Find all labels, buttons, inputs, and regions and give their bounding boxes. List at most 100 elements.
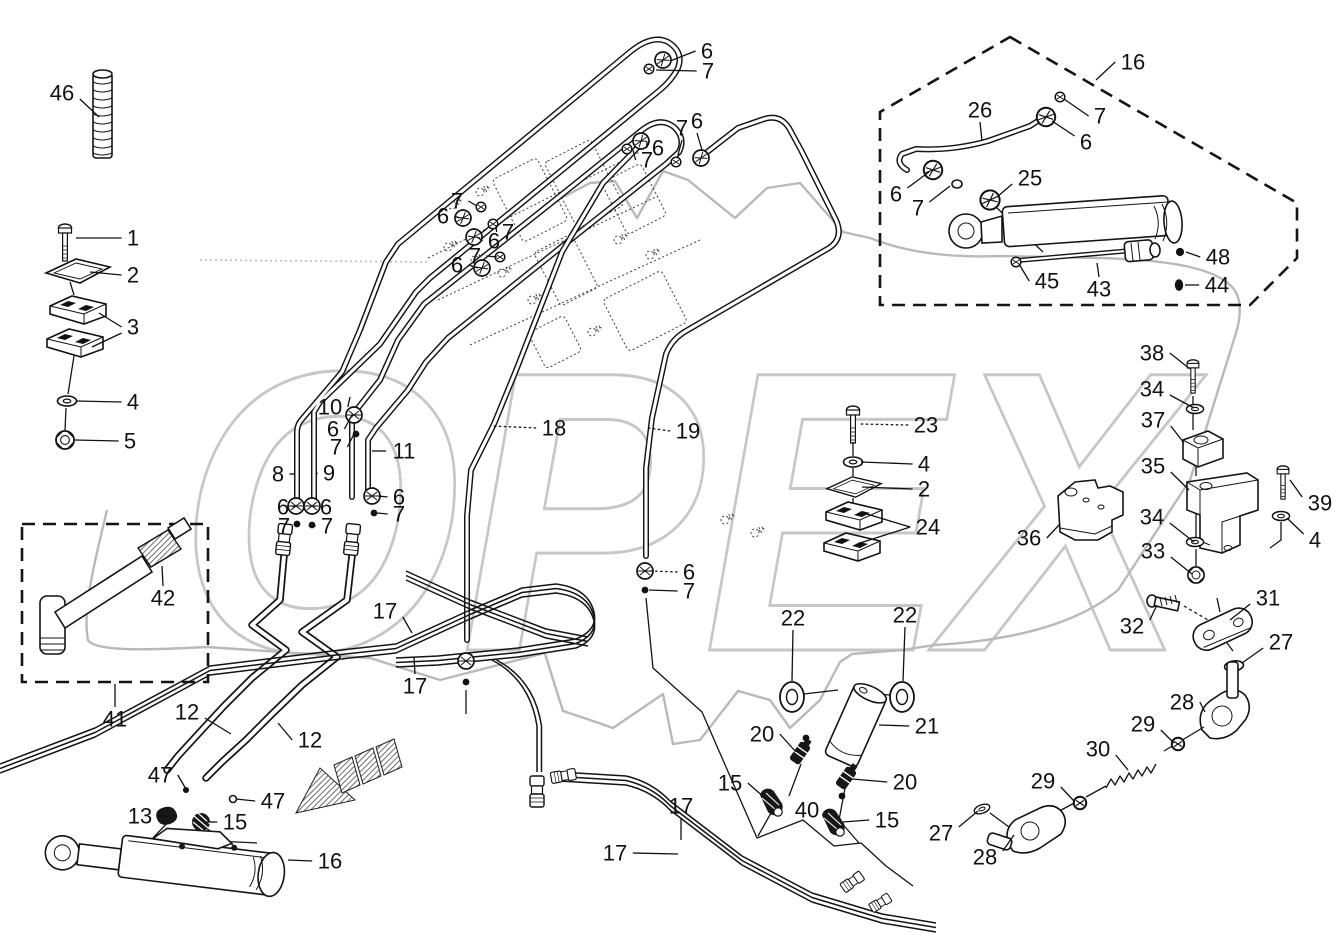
valve-21-group — [759, 681, 915, 837]
callout-label: 6 — [701, 39, 713, 64]
callout-10: 10 — [318, 395, 351, 420]
callout-label: 26 — [968, 98, 992, 123]
callout-4: 4 — [75, 390, 139, 415]
callout-15: 15 — [718, 771, 767, 800]
callout-20: 20 — [750, 722, 797, 753]
callout-12: 12 — [277, 722, 322, 753]
callout-34: 34 — [1140, 505, 1195, 543]
callout-32: 32 — [1120, 604, 1158, 639]
callout-17: 17 — [403, 656, 427, 699]
rod-43 — [1010, 239, 1161, 268]
ghost-machine-outline — [543, 236, 1241, 746]
callout-40: 40 — [795, 798, 819, 823]
callout-6: 6 — [437, 204, 460, 229]
callout-label: 1 — [127, 226, 139, 251]
callout-22: 22 — [781, 606, 805, 682]
callout-36: 36 — [1017, 523, 1061, 551]
callout-7: 7 — [648, 579, 695, 604]
cylinder-inset-box — [878, 35, 1299, 307]
callout-label: 7 — [393, 502, 405, 527]
callout-47: 47 — [148, 763, 187, 790]
linkage-assembly — [972, 594, 1254, 854]
callout-label: 30 — [1086, 737, 1110, 762]
callout-11: 11 — [372, 439, 415, 464]
callout-label: 4 — [1309, 528, 1321, 553]
callout-26: 26 — [968, 98, 992, 142]
callout-7: 7 — [632, 148, 653, 173]
callout-label: 17 — [373, 599, 397, 624]
callout-3: 3 — [91, 312, 139, 348]
callout-38: 38 — [1140, 341, 1191, 370]
callout-45: 45 — [1018, 263, 1059, 294]
callout-7: 7 — [655, 59, 714, 84]
callout-7: 7 — [495, 220, 514, 245]
callout-label: 36 — [1017, 526, 1041, 551]
callout-label: 19 — [676, 419, 700, 444]
tool-42 — [39, 516, 193, 655]
callout-4: 4 — [1286, 517, 1321, 553]
callout-16: 16 — [1095, 50, 1145, 81]
callout-label: 46 — [50, 81, 74, 106]
callout-label: 17 — [403, 674, 427, 699]
callout-17: 17 — [669, 794, 693, 840]
ball-joint-28a — [1199, 661, 1251, 740]
callout-7: 7 — [676, 116, 688, 156]
callout-label: 27 — [929, 821, 953, 846]
callout-25: 25 — [996, 166, 1042, 198]
callout-44: 44 — [1185, 273, 1229, 298]
callout-6: 6 — [277, 495, 295, 520]
callout-label: 17 — [603, 841, 627, 866]
cylinder-16 — [44, 827, 286, 898]
callout-label: 43 — [1087, 277, 1111, 302]
bracket-36 — [1057, 479, 1124, 541]
callout-label: 25 — [1018, 166, 1042, 191]
callout-35: 35 — [1141, 454, 1190, 491]
callout-1: 1 — [76, 226, 139, 251]
callout-28: 28 — [973, 834, 1015, 870]
callout-28: 28 — [1170, 690, 1206, 715]
mounting-stack-left — [45, 223, 111, 450]
callout-label: 13 — [128, 804, 152, 829]
callout-15: 15 — [206, 810, 247, 835]
callout-label: 16 — [318, 849, 342, 874]
callout-6: 6 — [327, 414, 353, 442]
callout-label: 5 — [124, 429, 136, 454]
callout-label: 48 — [1206, 245, 1230, 270]
callout-label: 12 — [175, 700, 199, 725]
callout-29: 29 — [1031, 769, 1075, 802]
callout-label: 38 — [1140, 341, 1164, 366]
callout-label: 7 — [683, 579, 695, 604]
callout-label: 15 — [875, 808, 899, 833]
callout-label: 47 — [148, 763, 172, 788]
callout-label: 2 — [127, 263, 139, 288]
callout-label: 2 — [918, 477, 930, 502]
callout-2: 2 — [89, 263, 139, 288]
callout-label: 6 — [890, 182, 902, 207]
callout-4: 4 — [860, 452, 930, 477]
callout-label: 6 — [327, 417, 339, 442]
callout-19: 19 — [647, 419, 700, 444]
callout-label: 12 — [298, 728, 322, 753]
callout-label: 6 — [691, 109, 703, 134]
callout-label: 6 — [451, 253, 463, 278]
callout-23: 23 — [859, 413, 938, 438]
callout-47: 47 — [235, 789, 285, 814]
callout-label: 10 — [318, 395, 342, 420]
callout-27: 27 — [1241, 630, 1293, 664]
callout-21: 21 — [878, 714, 939, 739]
callout-16: 16 — [287, 849, 342, 874]
callout-label: 47 — [261, 789, 285, 814]
callout-7: 7 — [912, 185, 951, 221]
callout-label: 7 — [469, 244, 481, 269]
callout-43: 43 — [1087, 262, 1111, 302]
callout-6: 6 — [650, 560, 695, 585]
callout-label: 15 — [223, 810, 247, 835]
callout-label: 4 — [127, 390, 139, 415]
callout-label: 21 — [915, 714, 939, 739]
callout-label: 17 — [669, 794, 693, 819]
callout-8: 8 — [272, 462, 295, 487]
callout-6: 6 — [476, 229, 500, 254]
callout-label: 31 — [1256, 586, 1280, 611]
